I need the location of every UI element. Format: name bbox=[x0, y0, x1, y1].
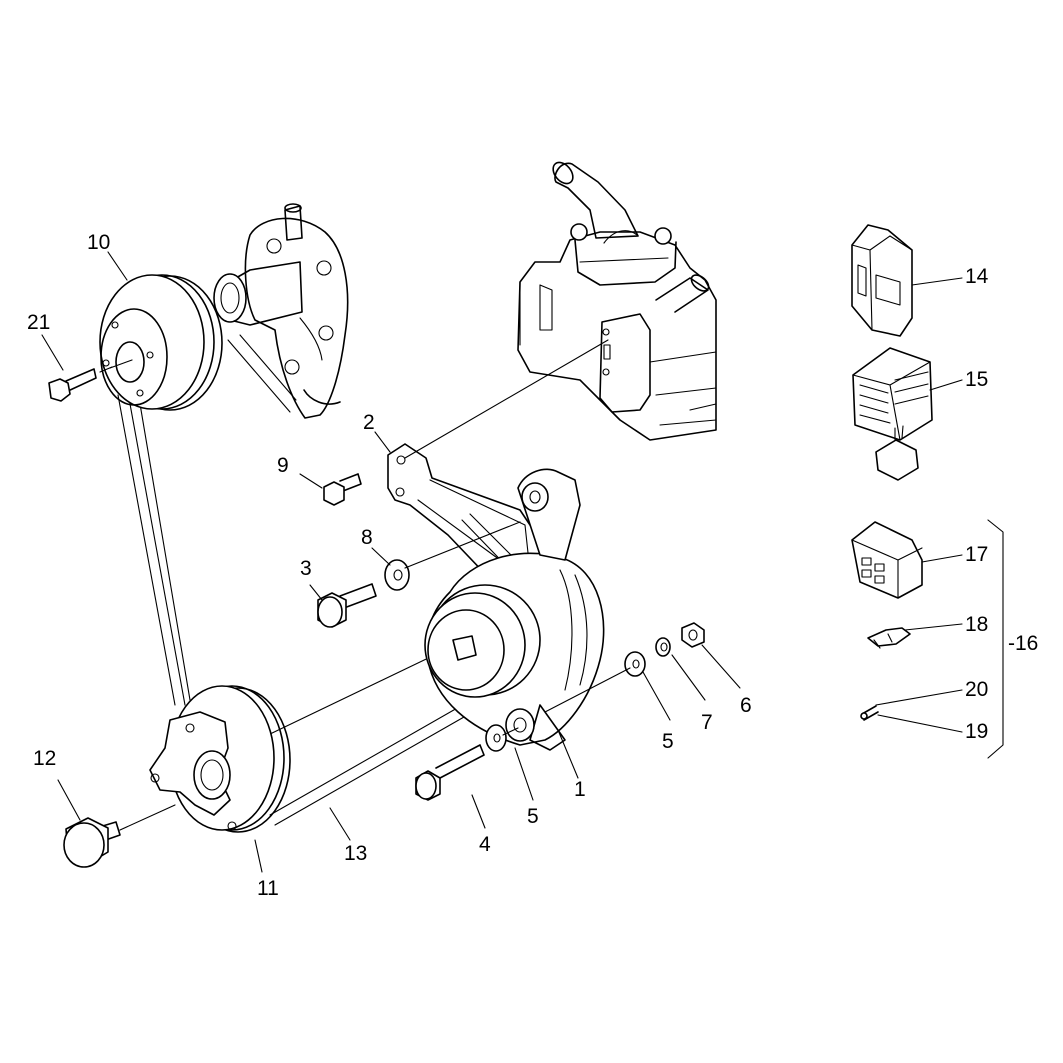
callout-7: 7 bbox=[701, 711, 713, 734]
connector-17 bbox=[851, 521, 923, 599]
water-pump bbox=[213, 203, 349, 419]
washer-5-upper bbox=[624, 651, 646, 677]
regulator-14 bbox=[851, 224, 913, 337]
alternator bbox=[424, 468, 605, 751]
pulley-bolt-12 bbox=[63, 817, 121, 868]
engine-block bbox=[517, 161, 717, 441]
callout-8: 8 bbox=[361, 526, 373, 549]
terminal-18 bbox=[867, 627, 911, 649]
bolt-21 bbox=[48, 366, 113, 402]
callout-16-number: 16 bbox=[1015, 632, 1039, 655]
washer-5-lower bbox=[485, 724, 507, 752]
v-belt bbox=[117, 391, 486, 826]
callout-2: 2 bbox=[363, 411, 375, 434]
group-bracket-16 bbox=[987, 519, 1004, 759]
bolt-4 bbox=[415, 744, 485, 801]
nut-6 bbox=[681, 622, 705, 648]
bolt-3 bbox=[317, 583, 377, 628]
callout-5-upper: 5 bbox=[662, 730, 674, 753]
water-pump-pulley bbox=[99, 274, 223, 411]
lock-washer-7 bbox=[655, 637, 671, 657]
callout-17: 17 bbox=[965, 543, 989, 566]
callout-21: 21 bbox=[27, 311, 51, 334]
callout-18: 18 bbox=[965, 613, 989, 636]
callout-4: 4 bbox=[479, 833, 491, 856]
callout-11: 11 bbox=[257, 877, 279, 900]
callout-12: 12 bbox=[33, 747, 57, 770]
rectifier-15 bbox=[852, 347, 933, 481]
callout-20: 20 bbox=[965, 678, 989, 701]
callout-3: 3 bbox=[300, 557, 312, 580]
callout-15: 15 bbox=[965, 368, 989, 391]
leader-lines bbox=[41, 251, 963, 873]
callout-13: 13 bbox=[344, 842, 368, 865]
callout-6: 6 bbox=[740, 694, 752, 717]
callout-19: 19 bbox=[965, 720, 989, 743]
bolt-9 bbox=[323, 473, 362, 506]
washer-8 bbox=[384, 559, 410, 591]
callout-5-lower: 5 bbox=[527, 805, 539, 828]
crankshaft-pulley bbox=[149, 685, 291, 833]
callout-14: 14 bbox=[965, 265, 989, 288]
callout-16: -16 bbox=[1008, 632, 1039, 655]
callout-1: 1 bbox=[574, 778, 586, 801]
terminal-19 bbox=[860, 705, 879, 721]
callout-9: 9 bbox=[277, 454, 289, 477]
callout-10: 10 bbox=[87, 231, 111, 254]
